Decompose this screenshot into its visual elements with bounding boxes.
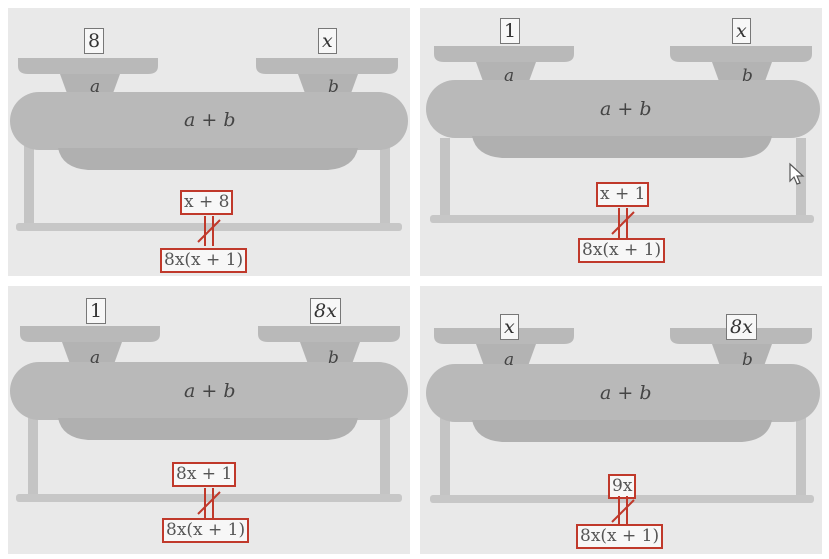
target-output: 8x(x + 1) [576,524,664,549]
left-tray-label: a [90,77,100,97]
body-label: a + b [184,380,236,402]
right-tray-label: b [742,66,753,86]
right-input: 8x [726,314,757,340]
sum-output: x + 8 [180,190,234,215]
left-input: 1 [500,18,521,44]
body-label: a + b [600,98,652,120]
body-label: a + b [600,382,652,404]
sum-output: 9x [608,474,637,499]
target-output: 8x(x + 1) [160,248,248,273]
target-output: 8x(x + 1) [578,238,666,263]
right-input: 8x [310,298,341,324]
not-equal-icon [611,208,635,238]
mouse-cursor-icon [789,162,805,185]
panel-3: a b a + b 1 8x 8x + 1 8x(x + 1) [8,286,410,554]
right-tray-label: b [742,350,753,370]
body-label: a + b [184,109,236,131]
left-input: 8 [84,28,105,54]
right-tray-label: b [328,348,339,368]
not-equal-icon [197,216,221,246]
panel-1: a b a + b 8 x x + 8 8x(x + 1) [8,8,410,276]
not-equal-icon [611,496,635,526]
panel-2: a b a + b 1 x x + 1 8x(x + 1) [420,8,822,276]
adder-machine: a b a + b [10,326,408,502]
left-input: x [500,314,519,340]
left-tray-label: a [504,350,514,370]
sum-output: x + 1 [596,182,650,207]
right-input: x [318,28,337,54]
not-equal-icon [197,488,221,518]
adder-machine: a b a + b [426,328,820,503]
right-input: x [732,18,751,44]
target-output: 8x(x + 1) [162,518,250,543]
left-input: 1 [86,298,107,324]
left-tray-label: a [90,348,100,368]
adder-machine: a b a + b [10,58,408,231]
panel-4: a b a + b x 8x 9x 8x(x + 1) [420,286,822,554]
adder-machine: a b a + b [426,46,820,223]
right-tray-label: b [328,77,339,97]
left-tray-label: a [504,66,514,86]
sum-output: 8x + 1 [172,462,237,487]
